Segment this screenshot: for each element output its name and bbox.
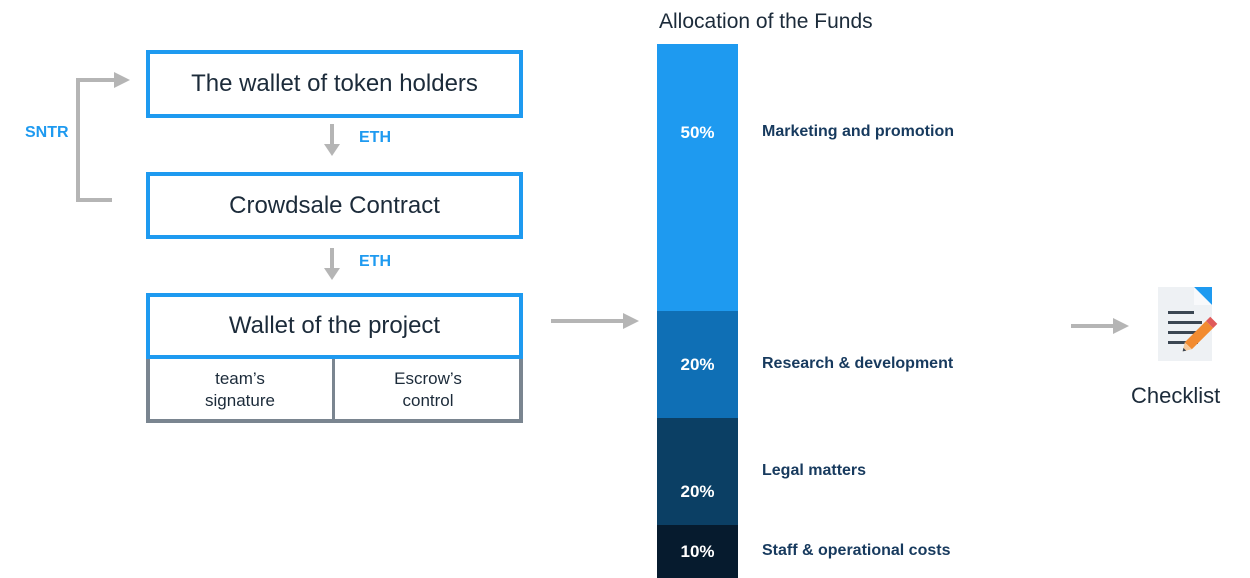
escrow-control-label: Escrow’s control (394, 369, 462, 410)
down-arrow-2 (324, 248, 340, 280)
right-arrow-to-chart (551, 313, 639, 329)
project-wallet-label: Wallet of the project (228, 312, 441, 339)
bar-segment-2: 20% (657, 311, 738, 418)
bar-value-label: 20% (680, 354, 715, 374)
bar-value-label: 10% (680, 541, 715, 561)
token-holders-label: The wallet of token holders (191, 70, 478, 97)
team-signature-cell: team’s signature (150, 361, 330, 419)
sntr-label: SNTR (25, 124, 69, 141)
token-holders-wallet-box: The wallet of token holders (146, 50, 523, 118)
down-arrow-1 (324, 124, 340, 156)
escrow-control-cell: Escrow’s control (336, 361, 520, 419)
right-arrow-to-checklist (1071, 318, 1129, 334)
crowdsale-label: Crowdsale Contract (229, 191, 440, 219)
team-signature-label: team’s signature (205, 369, 275, 410)
bar-segment-4: 10% (657, 525, 738, 578)
category-label: Staff & operational costs (762, 541, 951, 559)
checklist-label: Checklist (1131, 383, 1221, 408)
bar-segment-3: 20% (657, 418, 738, 525)
crowdsale-contract-box: Crowdsale Contract (146, 172, 523, 239)
signature-divider (332, 359, 335, 421)
category-label: Research & development (762, 354, 954, 372)
project-wallet-box: Wallet of the project (146, 293, 523, 359)
category-label: Marketing and promotion (762, 122, 954, 140)
eth-label-1: ETH (359, 129, 391, 146)
sntr-loop-arrow (76, 72, 130, 202)
bar-value-label: 20% (680, 481, 715, 501)
chart-title: Allocation of the Funds (659, 10, 873, 33)
document-pencil-icon (1158, 287, 1218, 361)
bar-value-label: 50% (680, 122, 715, 142)
bar-segment-1: 50% (657, 44, 738, 311)
category-label: Legal matters (762, 461, 867, 479)
eth-label-2: ETH (359, 253, 391, 270)
